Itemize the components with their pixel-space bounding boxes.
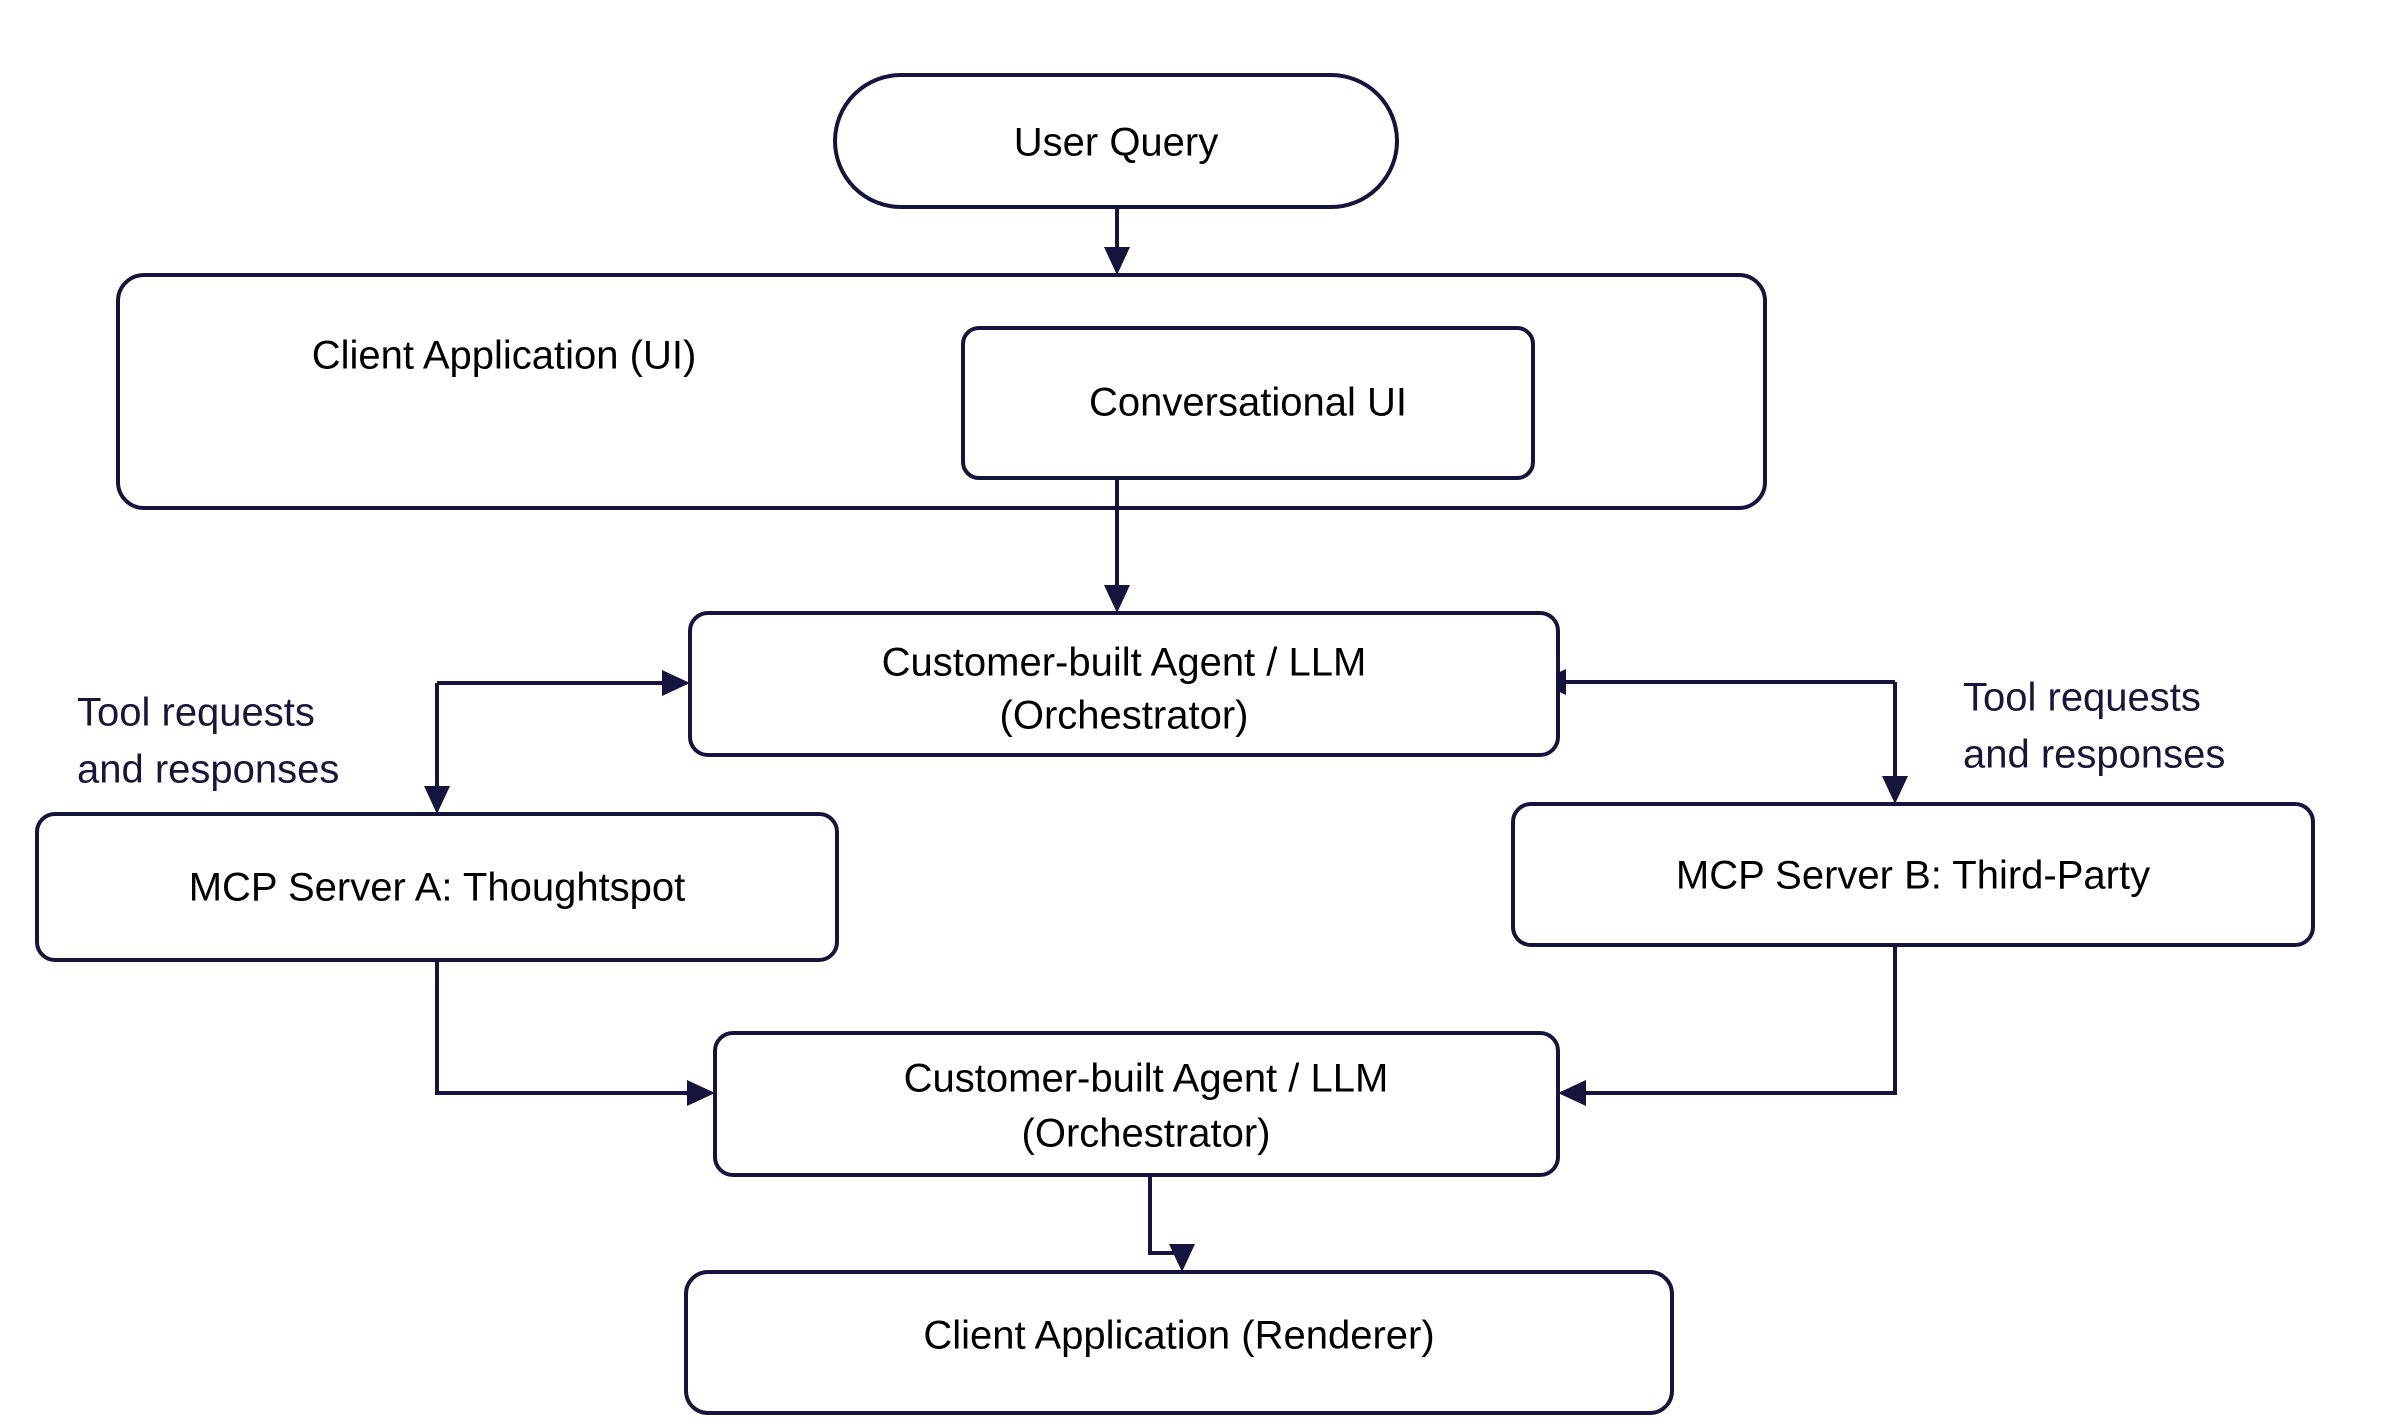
- node-user-query-label: User Query: [1014, 121, 1219, 165]
- node-orchestrator-top[interactable]: Customer-built Agent / LLM (Orchestrator…: [688, 611, 1560, 757]
- cluster-client-application-ui-label: Client Application (UI): [312, 334, 697, 378]
- edge-label-left-tool-flow-line2: and responses: [77, 748, 339, 792]
- edge-user-query-to-conversational-ui: [1104, 207, 1130, 275]
- node-user-query-shape[interactable]: [833, 73, 1399, 209]
- edge-label-left-tool-flow: Tool requests and responses: [77, 691, 339, 792]
- node-orchestrator-top-shape[interactable]: [688, 611, 1560, 757]
- edge-conversational-ui-to-orchestrator-top: [1104, 478, 1130, 613]
- node-conversational-ui-label: Conversational UI: [1089, 381, 1407, 425]
- arrow-head-icon: [1104, 585, 1130, 613]
- node-conversational-ui[interactable]: Conversational UI: [961, 326, 1535, 480]
- arrow-head-icon: [424, 786, 450, 814]
- edge-mcp-server-b-to-orchestrator-top: [1538, 669, 1895, 695]
- node-orchestrator-top-label-line1: Customer-built Agent / LLM: [882, 641, 1367, 685]
- edge-label-left-tool-flow-line1: Tool requests: [77, 691, 315, 735]
- arrow-head-icon: [687, 1080, 715, 1106]
- node-mcp-server-b[interactable]: MCP Server B: Third-Party: [1511, 802, 2315, 947]
- node-orchestrator-top-label-line2: (Orchestrator): [1000, 694, 1249, 738]
- edge-orchestrator-top-to-mcp-server-b: [1882, 682, 1908, 804]
- node-orchestrator-bottom-shape[interactable]: [713, 1031, 1560, 1177]
- node-conversational-ui-shape[interactable]: [961, 326, 1535, 480]
- edge-mcp-server-b-to-orchestrator-bottom: [1558, 945, 1897, 1106]
- edge-label-right-tool-flow-line1: Tool requests: [1963, 676, 2201, 720]
- arrow-head-icon: [1104, 247, 1130, 275]
- edge-orchestrator-top-to-mcp-server-a: [424, 683, 450, 814]
- node-orchestrator-bottom-label-line1: Customer-built Agent / LLM: [904, 1057, 1389, 1101]
- node-mcp-server-a-shape[interactable]: [35, 812, 839, 962]
- arrow-head-icon: [1882, 776, 1908, 804]
- edge-orchestrator-bottom-to-client-renderer: [1148, 1175, 1195, 1272]
- node-client-renderer-label: Client Application (Renderer): [923, 1314, 1434, 1358]
- edge-label-right-tool-flow-line2: and responses: [1963, 733, 2225, 777]
- node-mcp-server-a[interactable]: MCP Server A: Thoughtspot: [35, 812, 839, 962]
- edge-mcp-server-a-to-orchestrator-top: [437, 670, 690, 696]
- arrow-head-icon: [1558, 1080, 1586, 1106]
- node-mcp-server-b-shape[interactable]: [1511, 802, 2315, 947]
- edge-label-right-tool-flow: Tool requests and responses: [1963, 676, 2225, 777]
- node-orchestrator-bottom-label-line2: (Orchestrator): [1022, 1112, 1271, 1156]
- node-user-query[interactable]: User Query: [833, 73, 1399, 209]
- node-mcp-server-a-label: MCP Server A: Thoughtspot: [189, 866, 686, 910]
- arrow-head-icon: [662, 670, 690, 696]
- node-orchestrator-bottom[interactable]: Customer-built Agent / LLM (Orchestrator…: [713, 1031, 1560, 1177]
- node-client-renderer-shape[interactable]: [684, 1270, 1674, 1415]
- node-mcp-server-b-label: MCP Server B: Third-Party: [1676, 854, 2150, 898]
- arrow-head-icon: [1169, 1244, 1195, 1272]
- edge-mcp-server-a-to-orchestrator-bottom: [435, 960, 715, 1106]
- node-client-renderer[interactable]: Client Application (Renderer): [684, 1270, 1674, 1415]
